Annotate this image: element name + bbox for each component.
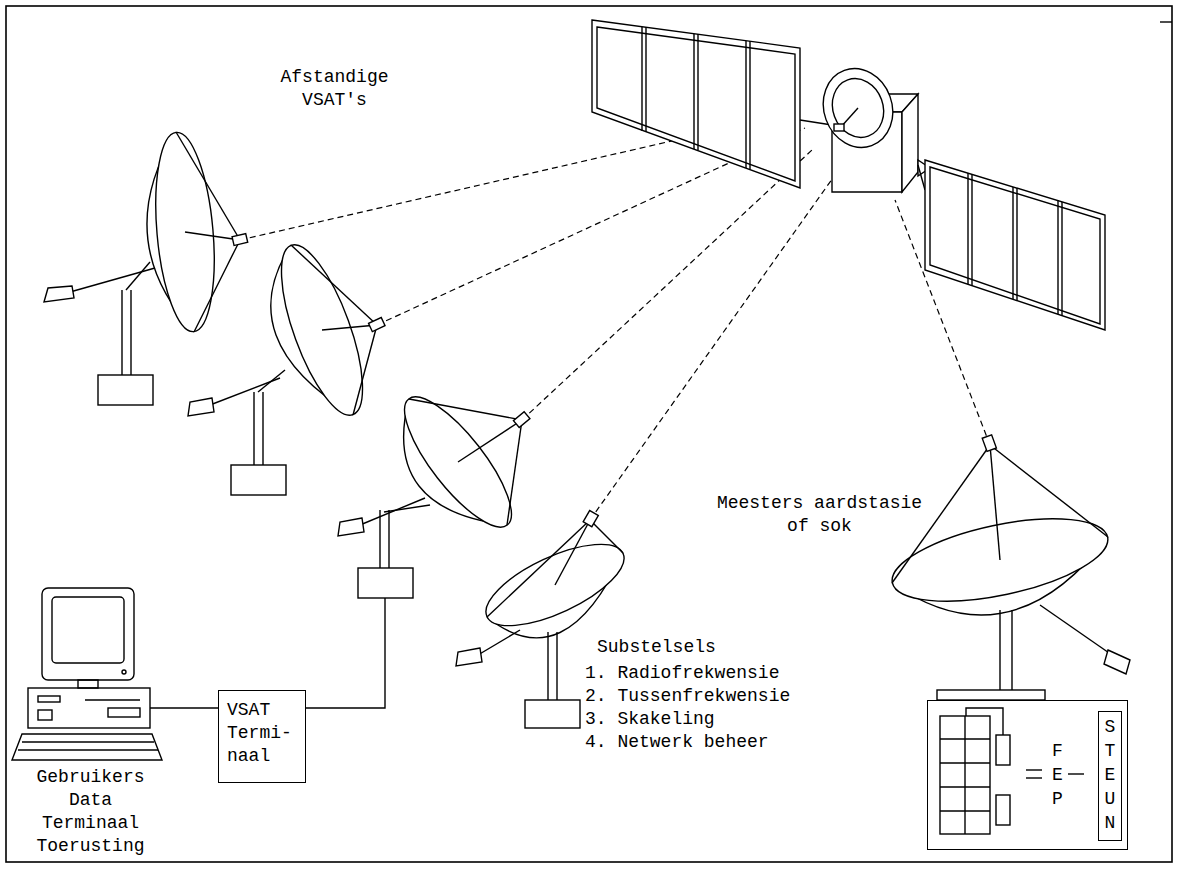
list-item: 4. Netwerk beheer bbox=[585, 731, 769, 754]
region-label: Afstandige VSAT's bbox=[272, 66, 397, 112]
steun-box-text: STEUN bbox=[1105, 715, 1116, 835]
user-computer bbox=[12, 588, 385, 760]
satellite-links bbox=[240, 112, 990, 520]
hub-dish bbox=[885, 435, 1130, 700]
remote-vsat-dish bbox=[338, 383, 530, 598]
steun-box: STEUN bbox=[1098, 711, 1122, 841]
frame bbox=[6, 6, 1172, 862]
hub-housing-text: FEP bbox=[1052, 739, 1063, 811]
hub-housing: FEP STEUN bbox=[927, 700, 1128, 850]
list-item: 3. Skakeling bbox=[585, 708, 715, 731]
terminal-caption: Gebruikers Data Terminaal Toerusting bbox=[28, 766, 153, 858]
terminal-box: VSAT Termi- naal bbox=[218, 690, 306, 783]
list-item: 1. Radiofrekwensie bbox=[585, 662, 779, 685]
hub-label: Meesters aardstasie of sok bbox=[712, 492, 927, 538]
remote-vsat-dish bbox=[188, 236, 385, 495]
satellite bbox=[592, 20, 1105, 330]
hub-equipment bbox=[940, 708, 1084, 834]
list-item: 2. Tussenfrekwensie bbox=[585, 685, 790, 708]
remote-vsat-dish bbox=[44, 130, 248, 405]
list-heading: Substelsels bbox=[597, 636, 716, 659]
terminal-box-text: VSAT Termi- naal bbox=[227, 699, 295, 768]
